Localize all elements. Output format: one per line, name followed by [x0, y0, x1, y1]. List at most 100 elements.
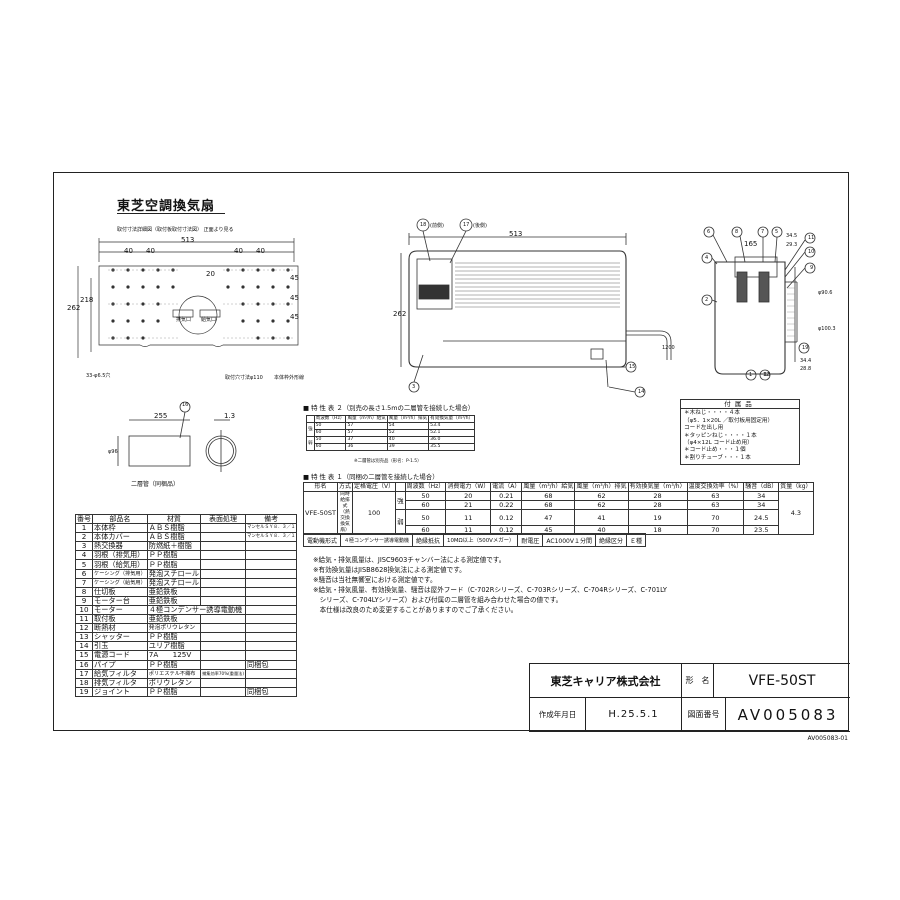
- cell: 28: [627, 500, 688, 510]
- cell: 発泡ポリウレタン: [146, 623, 202, 634]
- cell: 1: [75, 523, 93, 534]
- accessory-line: ＊木ねじ・・・・４本: [684, 410, 740, 417]
- cell: 57: [345, 429, 388, 437]
- cell: ＡＢＳ樹脂: [146, 523, 202, 534]
- cell: ユリア樹脂: [146, 641, 202, 652]
- header-cell: 風量（m³/h）排気: [574, 482, 629, 492]
- cell: ポリウレタン: [146, 677, 202, 688]
- cell: 給気フィルタ: [92, 668, 148, 679]
- callout-18-label: (前側): [430, 223, 444, 229]
- cell: 60: [313, 443, 347, 451]
- supply-port-label: 給気口: [201, 317, 217, 323]
- header-cell: 周波数（Hz）: [313, 415, 347, 423]
- header-cell: 電流（A）: [490, 482, 523, 492]
- dim-34-5: 34.5: [786, 233, 798, 239]
- table-row: 電動機形式 ４極コンデンサー誘導電動機 絶縁抵抗 10MΩ以上（500Vメガー）…: [302, 533, 647, 547]
- cell: 耐電圧: [517, 533, 544, 547]
- header-cell: 表面処理: [200, 513, 246, 525]
- dim-pitch-40: 40: [234, 247, 243, 255]
- callout-17: 17: [463, 222, 470, 228]
- cell: 60: [404, 500, 447, 510]
- dim-pitch-40: 40: [256, 247, 265, 255]
- cell: [244, 641, 298, 652]
- cell: 35.5: [428, 443, 476, 451]
- header-cell: 周波数（Hz）: [404, 482, 447, 492]
- cell: 13: [75, 632, 93, 643]
- pipe-detail-drawing: [117, 401, 237, 472]
- table2-title: ■ 特 性 表 ２（別売の長さ1.5mの二層管を接続した場合）: [303, 404, 475, 412]
- title-block: 東芝キャリア株式会社 形 名 VFE-50ST 作成年月日 H.25.5.1 図…: [529, 663, 850, 732]
- company-name: 東芝キャリア株式会社: [530, 664, 682, 698]
- cell: 60: [313, 429, 347, 437]
- model-value: VFE-50ST: [714, 664, 850, 698]
- cell: [244, 559, 298, 570]
- parts-table-header: 番号 部品名 材質 表面処理 備考: [75, 513, 298, 525]
- cell: [200, 541, 246, 552]
- cell: マンセルＳＹ８．３／１: [244, 523, 298, 534]
- cell: 17: [75, 668, 93, 679]
- cell: 50: [313, 436, 347, 444]
- note-line: ※有効換気量はJISB8628換気法による測定値です。: [313, 566, 466, 574]
- cell: 10MΩ以上（500Vメガー）: [443, 533, 519, 547]
- motor-spec-table: 電動機形式 ４極コンデンサー誘導電動機 絶縁抵抗 10MΩ以上（500Vメガー）…: [302, 533, 647, 547]
- cell: [200, 641, 246, 652]
- header-cell: 部品名: [92, 513, 148, 525]
- callout-5: 5: [775, 229, 779, 235]
- cell: 24.5: [743, 509, 780, 526]
- cell: 15: [75, 650, 93, 661]
- cell: [244, 577, 298, 588]
- cell: 発泡スチロール: [146, 568, 202, 579]
- cell: 68: [521, 491, 576, 501]
- cell: [200, 577, 246, 588]
- cell: [244, 632, 298, 643]
- cell: [200, 559, 246, 570]
- accessory-line: ＊割りチューブ・・・１本: [684, 454, 751, 461]
- cell: 羽根（給気用）: [92, 559, 148, 570]
- cell: 20: [445, 491, 492, 501]
- cell: 仕切板: [92, 586, 148, 597]
- cell: 50: [404, 491, 447, 501]
- cell: 強: [306, 422, 315, 437]
- title-underline: [117, 213, 225, 214]
- pipe-caption: 二層管（同梱品）: [131, 481, 180, 488]
- dim-height-218: 218: [80, 296, 94, 304]
- voltage-cell: 100: [352, 491, 397, 535]
- cell: 9: [75, 595, 93, 606]
- dim-depth-165: 165: [744, 240, 758, 248]
- cell: 同梱包: [244, 686, 298, 697]
- note-line: 本仕様は改良のため変更することがありますのでご了承ください。: [313, 606, 518, 614]
- cell: 53.4: [428, 422, 476, 430]
- table1-header: 形名 方式 定格電圧（V） 周波数（Hz） 消費電力（W） 電流（A） 風量（m…: [302, 482, 814, 492]
- outline-label: 本体枠外形線: [274, 375, 305, 381]
- cell: [200, 659, 246, 670]
- drawing-number-value: AV005083: [726, 698, 850, 732]
- cell: ４極コンデンサー誘導電動機: [340, 533, 414, 547]
- dim-pitch-45: 45: [290, 274, 299, 282]
- cell: [200, 586, 246, 597]
- header-cell: 形名: [302, 482, 339, 492]
- table2: 周波数（Hz） 風量（m³/h）給気 風量（m³/h）排気 有効換気量（m³/h…: [306, 415, 476, 451]
- cell: [200, 632, 246, 643]
- dim-cord-1200: 1200: [662, 345, 675, 351]
- mode-cell: 弱: [395, 509, 406, 535]
- cell: [244, 650, 298, 661]
- cell: 6: [75, 568, 93, 579]
- cell: [200, 532, 246, 543]
- dim-width-513: 513: [181, 236, 195, 244]
- header-cell: 風量（m³/h）給気: [345, 415, 388, 423]
- dim-height-262: 262: [67, 304, 81, 312]
- cell: [200, 623, 246, 634]
- cell: 0.12: [490, 509, 523, 526]
- cell: 11: [445, 509, 492, 526]
- cell: [200, 686, 246, 697]
- cell: [244, 604, 298, 616]
- cell: ケーシング（排気用）: [92, 568, 148, 579]
